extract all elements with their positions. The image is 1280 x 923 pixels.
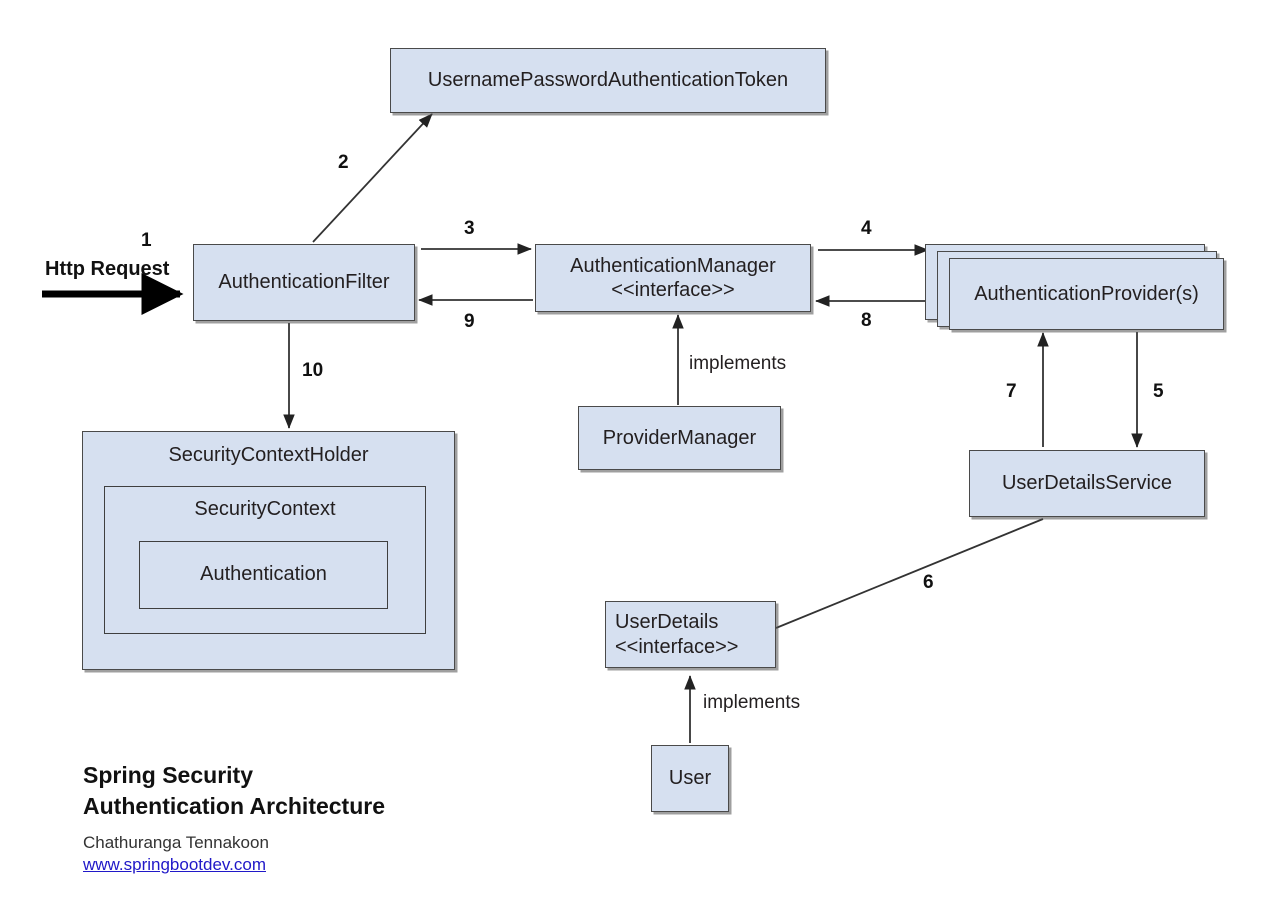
node-authentication-filter[interactable]: AuthenticationFilter <box>193 244 415 321</box>
edge-label-4: 4 <box>861 218 872 239</box>
node-label: SecurityContext <box>194 498 336 520</box>
title-block: Spring Security Authentication Architect… <box>83 760 385 875</box>
node-authentication-provider[interactable]: AuthenticationProvider(s) <box>949 258 1224 330</box>
node-label: User <box>668 767 712 790</box>
node-provider-manager[interactable]: ProviderManager <box>578 406 781 470</box>
node-label: ProviderManager <box>602 426 757 449</box>
edge-label-1: 1 <box>141 230 152 251</box>
label-http-request: Http Request <box>45 258 170 280</box>
edge-label-6: 6 <box>923 572 934 593</box>
edge-label-7: 7 <box>1006 381 1017 402</box>
node-label: SecurityContextHolder <box>168 444 369 466</box>
edge-2-filter-to-token <box>312 113 433 243</box>
edge-label-9: 9 <box>464 311 475 332</box>
page-title-line-1: Spring Security <box>83 762 253 788</box>
node-label-stereotype: <<interface>> <box>615 635 739 658</box>
edge-label-3: 3 <box>464 218 475 239</box>
node-username-password-authentication-token[interactable]: UsernamePasswordAuthenticationToken <box>390 48 826 113</box>
node-authentication[interactable]: Authentication <box>139 541 388 609</box>
website-link[interactable]: www.springbootdev.com <box>83 855 266 875</box>
author-name: Chathuranga Tennakoon <box>83 833 269 853</box>
node-authentication-manager[interactable]: AuthenticationManager <<interface>> <box>535 244 811 312</box>
node-user[interactable]: User <box>651 745 729 812</box>
page-title-line-2: Authentication Architecture <box>83 792 386 819</box>
node-user-details[interactable]: UserDetails <<interface>> <box>605 601 776 668</box>
node-label: Authentication <box>200 563 327 585</box>
edge-label-implements-provider-manager: implements <box>689 353 787 374</box>
node-security-context[interactable]: SecurityContext Authentication <box>104 486 426 634</box>
node-label: UsernamePasswordAuthenticationToken <box>427 69 789 92</box>
node-label-primary: UserDetails <box>615 611 719 634</box>
node-user-details-service[interactable]: UserDetailsService <box>969 450 1205 517</box>
node-security-context-holder[interactable]: SecurityContextHolder SecurityContext Au… <box>82 431 455 670</box>
node-label-primary: AuthenticationManager <box>570 254 776 277</box>
edge-label-8: 8 <box>861 310 872 331</box>
node-label-stereotype: <<interface>> <box>611 279 735 301</box>
node-label: UserDetailsService <box>1001 472 1173 495</box>
edge-label-5: 5 <box>1153 381 1164 402</box>
edge-6-userdetails-to-userdetailsservice <box>775 518 1044 629</box>
edge-label-2: 2 <box>338 152 349 173</box>
node-label: AuthenticationFilter <box>218 271 390 294</box>
edge-label-implements-user: implements <box>703 692 801 713</box>
node-label: AuthenticationProvider(s) <box>974 282 1199 305</box>
edge-label-10: 10 <box>302 360 324 381</box>
